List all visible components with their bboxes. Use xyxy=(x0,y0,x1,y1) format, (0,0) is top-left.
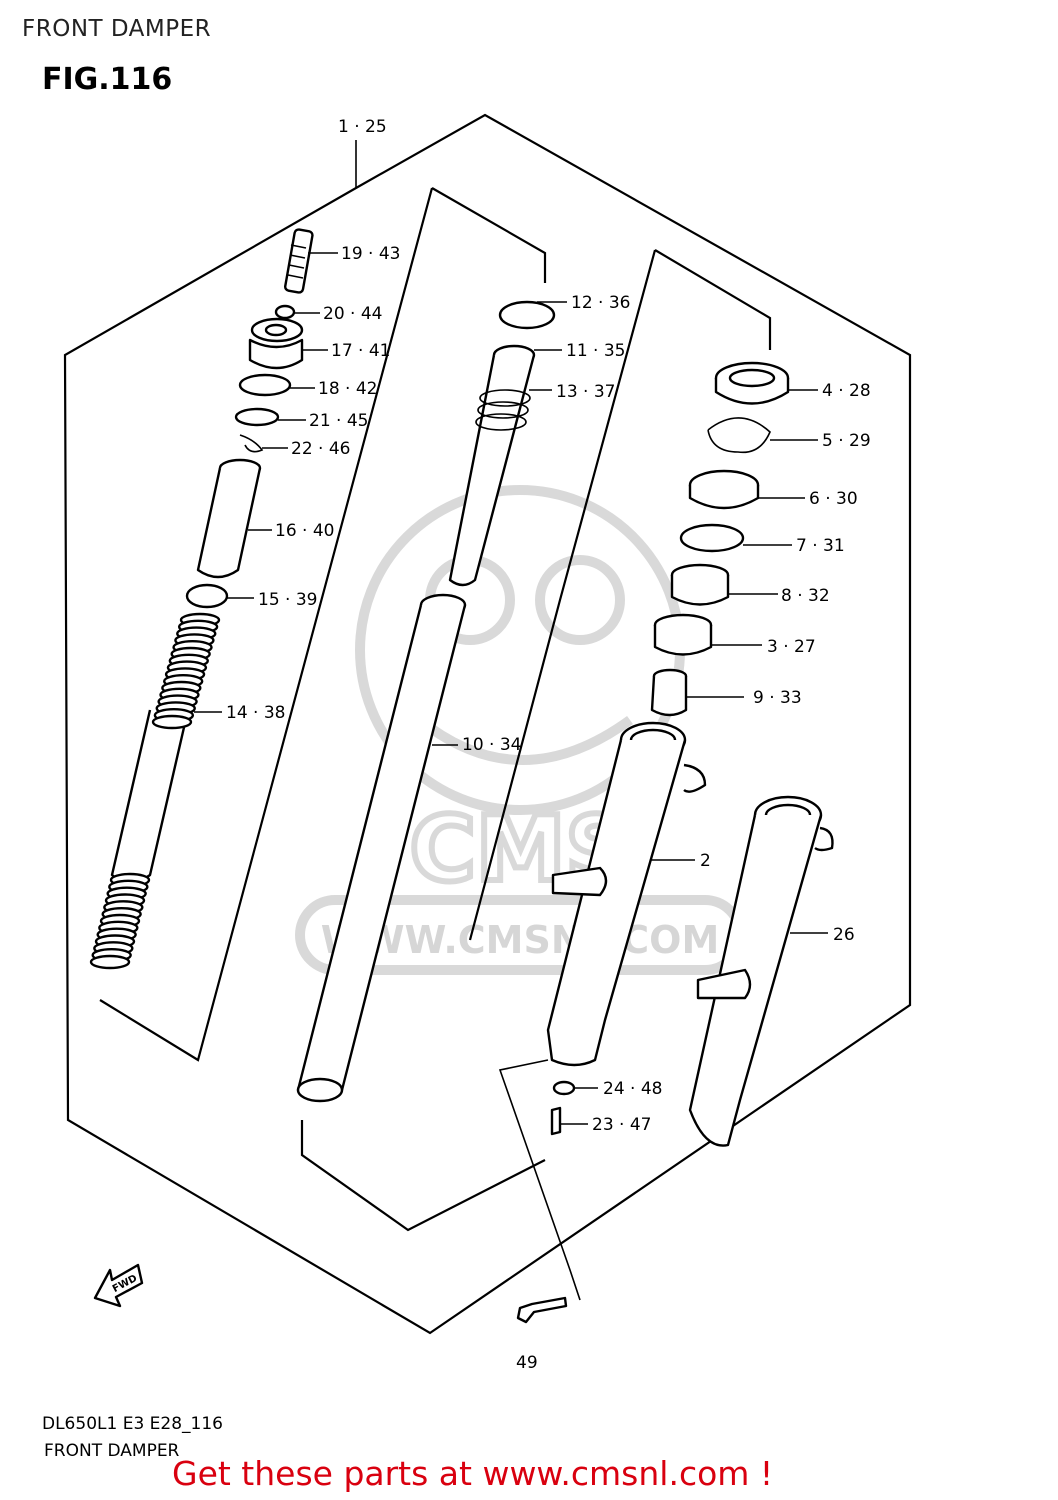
part-11-damper-rod xyxy=(448,344,536,587)
callout-20-44: 20 · 44 xyxy=(323,304,382,324)
part-18-oring xyxy=(238,373,292,397)
callout-10-34: 10 · 34 xyxy=(462,735,521,755)
callout-22-46: 22 · 46 xyxy=(291,439,350,459)
part-5-stopper-ring xyxy=(707,417,771,454)
part-4-dust-seal xyxy=(714,361,790,405)
callout-5-29: 5 · 29 xyxy=(822,431,871,451)
callout-26: 26 xyxy=(833,925,855,945)
callout-7-31: 7 · 31 xyxy=(796,536,845,556)
part-20-oring xyxy=(274,304,296,320)
callout-4-28: 4 · 28 xyxy=(822,381,871,401)
part-10-inner-tube xyxy=(296,593,467,1103)
callout-2: 2 xyxy=(700,851,711,871)
callout-19-43: 19 · 43 xyxy=(341,244,400,264)
part-12-ring xyxy=(498,300,556,330)
part-14-spring xyxy=(89,612,221,970)
part-24-gasket xyxy=(552,1080,576,1096)
callout-18-42: 18 · 42 xyxy=(318,379,377,399)
diagram-code: DL650L1 E3 E28_116 xyxy=(42,1414,223,1434)
watermark-url: WWW.CMSNL.COM xyxy=(321,918,720,962)
part-17-cap-bolt xyxy=(248,317,304,370)
callout-8-32: 8 · 32 xyxy=(781,586,830,606)
figure-title: FIG.116 xyxy=(42,62,173,97)
fwd-arrow-icon: FWD xyxy=(93,1263,144,1308)
diagram-caption: FRONT DAMPER xyxy=(44,1441,180,1461)
part-16-spacer xyxy=(196,458,262,579)
callout-24-48: 24 · 48 xyxy=(603,1079,662,1099)
callout-14-38: 14 · 38 xyxy=(226,703,285,723)
callout-9-33: 9 · 33 xyxy=(753,688,802,708)
callout-16-40: 16 · 40 xyxy=(275,521,334,541)
callout-13-37: 13 · 37 xyxy=(556,382,615,402)
assembly-outline xyxy=(63,113,912,1335)
part-3-bushing xyxy=(653,613,713,656)
callout-23-47: 23 · 47 xyxy=(592,1115,651,1135)
callout-3-27: 3 · 27 xyxy=(767,637,816,657)
part-15-washer xyxy=(185,583,229,609)
part-21-washer xyxy=(234,407,280,427)
part-9-oil-lock xyxy=(650,668,688,717)
callout-17-41: 17 · 41 xyxy=(331,341,390,361)
promo-banner[interactable]: Get these parts at www.cmsnl.com ! xyxy=(172,1454,774,1493)
part-49-bolt xyxy=(516,1296,568,1324)
leader-lines xyxy=(194,140,828,1301)
callout-6-30: 6 · 30 xyxy=(809,489,858,509)
callout-21-45: 21 · 45 xyxy=(309,411,368,431)
part-6-oil-seal xyxy=(688,469,760,510)
part-13-spring xyxy=(475,389,531,431)
callout-1-25: 1 · 25 xyxy=(338,117,387,137)
part-26-outer-tube xyxy=(688,795,834,1147)
outer-tube-bracket xyxy=(468,249,772,941)
callout-49: 49 xyxy=(516,1353,538,1373)
watermark: CMS WWW.CMSNL.COM xyxy=(295,485,745,975)
part-7-washer xyxy=(679,523,745,553)
callout-15-39: 15 · 39 xyxy=(258,590,317,610)
part-19-adjuster xyxy=(284,228,314,294)
callout-labels: 1 · 25 19 · 43 20 · 44 17 · 41 18 · 42 2… xyxy=(226,117,871,1373)
page-header: FRONT DAMPER xyxy=(22,16,212,42)
cartridge-bracket xyxy=(99,187,547,1232)
callout-11-35: 11 · 35 xyxy=(566,341,625,361)
part-2-outer-tube xyxy=(546,721,707,1067)
part-23-bolt xyxy=(550,1106,562,1136)
part-22-clip xyxy=(239,434,264,453)
callout-12-36: 12 · 36 xyxy=(571,293,630,313)
part-8-bushing xyxy=(670,563,730,606)
